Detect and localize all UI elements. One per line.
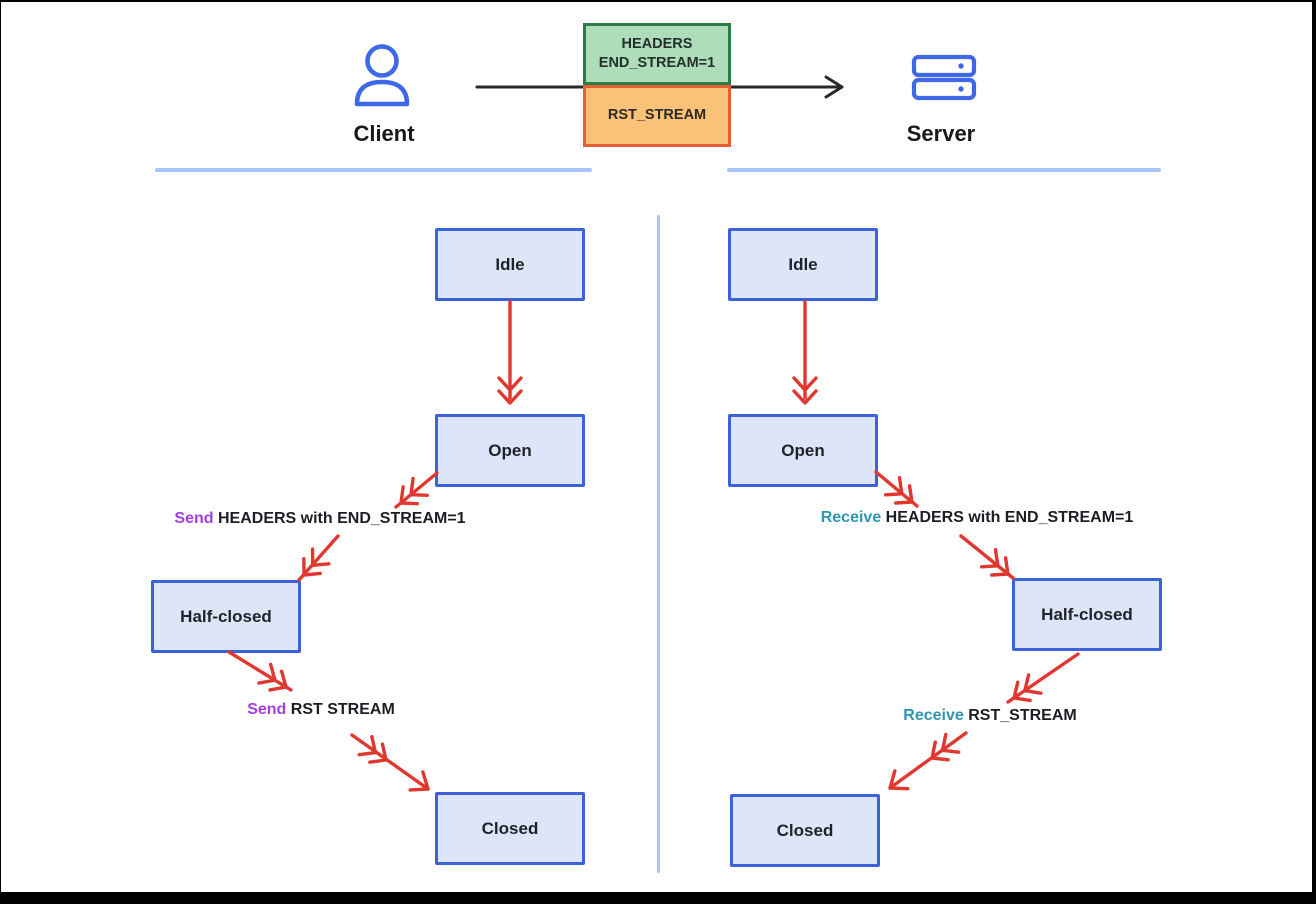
rst-frame-label: RST_STREAM (607, 107, 707, 124)
server-section-underline (727, 168, 1161, 172)
send-keyword: Send (174, 510, 214, 527)
headers-frame-line1: HEADERS (621, 35, 693, 52)
receive-keyword: Receive (903, 707, 964, 724)
transition-text: HEADERS with END_STREAM=1 (213, 510, 466, 527)
server-state-idle: Idle (728, 228, 878, 301)
center-divider (657, 215, 660, 873)
transition-text: RST STREAM (286, 701, 395, 718)
client-state-open: Open (435, 414, 585, 487)
transition-text: HEADERS with END_STREAM=1 (881, 509, 1134, 526)
server-state-closed: Closed (730, 794, 880, 867)
client-state-closed: Closed (435, 792, 585, 865)
headers-frame-line2: END_STREAM=1 (598, 55, 716, 71)
transition-text: RST_STREAM (963, 707, 1077, 724)
server-state-half-closed: Half-closed (1012, 578, 1162, 651)
client-transition-rst-label: Send RST STREAM (221, 701, 421, 719)
client-label: Client (353, 121, 415, 146)
send-keyword: Send (247, 701, 287, 718)
server-transition-rst-label: Receive RST_STREAM (890, 707, 1090, 725)
client-section-underline (155, 168, 592, 172)
client-state-idle: Idle (435, 228, 585, 301)
server-transition-headers-label: Receive HEADERS with END_STREAM=1 (817, 509, 1137, 527)
server-label: Server (906, 121, 976, 146)
headers-frame-box: HEADERS END_STREAM=1 (583, 23, 731, 85)
receive-keyword: Receive (820, 509, 882, 526)
server-state-open: Open (728, 414, 878, 487)
client-transition-headers-label: Send HEADERS with END_STREAM=1 (160, 510, 480, 528)
rst-stream-frame-box: RST_STREAM (583, 85, 731, 147)
client-state-half-closed: Half-closed (151, 580, 301, 653)
